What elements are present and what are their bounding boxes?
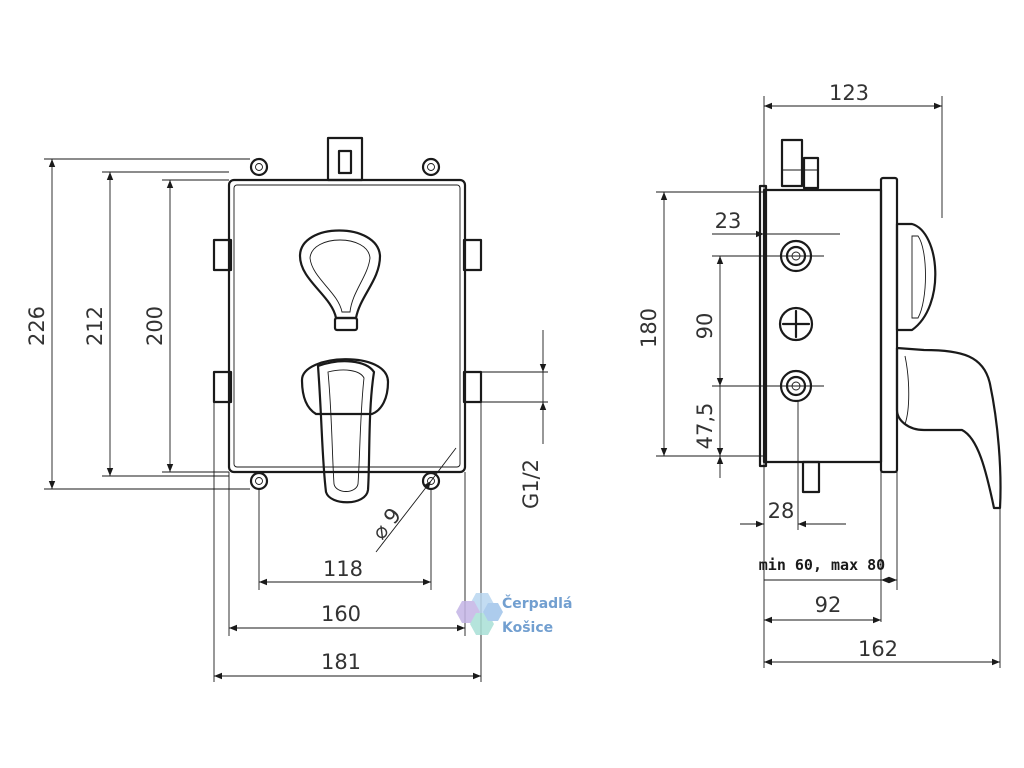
front-dimension-lines <box>48 159 547 680</box>
diverter-knob <box>298 229 382 332</box>
flange-plate <box>879 176 899 474</box>
logo-hexagon-icon <box>456 593 503 635</box>
dim-plate-width: 160 <box>321 602 361 626</box>
side-stubs <box>212 238 483 404</box>
dim-offset-top: 23 <box>715 209 742 233</box>
dim-hole-spacing: 118 <box>323 557 363 581</box>
side-top-fittings <box>780 138 820 190</box>
dim-plate-height: 200 <box>143 306 167 346</box>
dim-port-bottom: 47,5 <box>693 403 717 450</box>
dim-wall-offset: 28 <box>768 499 795 523</box>
logo-line-2: Košice <box>502 620 553 636</box>
dim-height: 180 <box>637 308 661 348</box>
dim-total-depth: 162 <box>858 637 898 661</box>
company-logo: Čerpadlá Košice <box>456 593 572 636</box>
mounting-plate <box>227 178 467 474</box>
top-connector <box>326 136 364 182</box>
dim-body-height: 212 <box>83 306 107 346</box>
dim-depth-overall: 123 <box>829 81 869 105</box>
side-dimension-lines <box>660 102 1000 666</box>
valve-body <box>762 188 883 464</box>
dim-port-spacing: 90 <box>693 313 717 340</box>
dim-overall-width: 181 <box>321 650 361 674</box>
mixer-lever <box>300 358 390 504</box>
mounting-lugs <box>249 157 441 491</box>
dim-body-depth: 92 <box>815 593 842 617</box>
front-view: 226 212 200 118 160 181 ⌀ 9 G1/2 <box>25 136 548 682</box>
dim-install-range: min 60, max 80 <box>759 556 885 574</box>
side-lever <box>895 346 1002 510</box>
side-view: 123 23 180 90 47,5 28 min 60, max 80 92 … <box>637 81 1002 668</box>
dim-hole-diameter: ⌀ 9 <box>367 503 406 544</box>
dim-overall-height: 226 <box>25 306 49 346</box>
logo-line-1: Čerpadlá <box>502 594 572 612</box>
side-diverter-knob <box>895 222 937 332</box>
side-extension-lines <box>656 96 1001 668</box>
dim-thread: G1/2 <box>519 459 543 509</box>
side-ports <box>778 239 814 403</box>
